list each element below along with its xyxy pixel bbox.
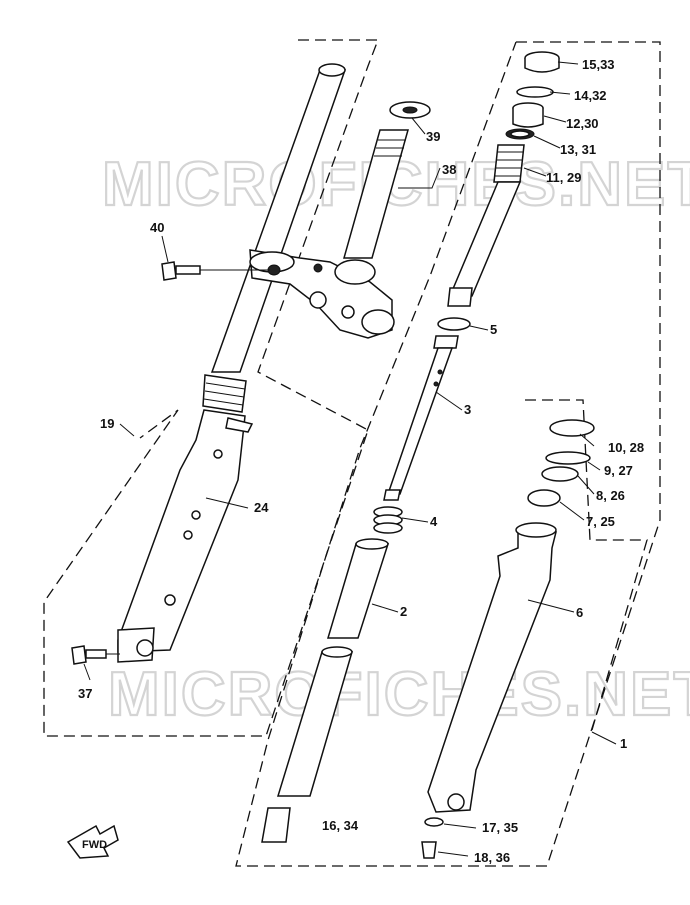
callout-1: 1: [620, 736, 627, 751]
damper-stack-part: [447, 51, 560, 307]
fwd-label: FWD: [82, 839, 107, 851]
callout-13-31: 13, 31: [560, 142, 596, 157]
callout-3: 3: [464, 402, 471, 417]
callout-37: 37: [78, 686, 92, 701]
group-outline-inner-right: [525, 399, 648, 731]
callout-19: 19: [100, 416, 114, 431]
callout-10-28: 10, 28: [608, 440, 644, 455]
callout-24: 24: [254, 500, 269, 515]
callout-39: 39: [426, 129, 440, 144]
callout-2: 2: [400, 604, 407, 619]
leader-lines: [83, 61, 617, 857]
bolt-40-part: [161, 261, 270, 281]
callout-17-35: 17, 35: [482, 820, 518, 835]
callout-4: 4: [430, 514, 438, 529]
callout-14-32: 14,32: [574, 88, 607, 103]
fork-bottom-part: [421, 419, 595, 859]
group-outline-right: [235, 41, 661, 867]
damper-rod-part: [373, 317, 471, 534]
callout-16-34: 16, 34: [322, 818, 359, 833]
callout-6: 6: [576, 605, 583, 620]
callout-11-29: 11, 29: [546, 170, 581, 185]
outer-tube-part: [117, 63, 347, 663]
inner-tube-part: [261, 538, 390, 843]
callout-7-25: 7, 25: [586, 514, 615, 529]
fwd-arrow-icon: FWD: [66, 824, 119, 859]
callout-8-26: 8, 26: [596, 488, 625, 503]
callout-38: 38: [442, 162, 456, 177]
bolt-37-part: [71, 645, 120, 665]
callout-40: 40: [150, 220, 164, 235]
watermark-bottom: MICROFICHES.NET: [108, 660, 690, 729]
callout-9-27: 9, 27: [604, 463, 633, 478]
callout-12-30: 12,30: [566, 116, 599, 131]
under-bracket-part: [249, 249, 395, 339]
callout-18-36: 18, 36: [474, 850, 510, 865]
steering-stem-part: [343, 101, 431, 259]
callout-5: 5: [490, 322, 497, 337]
callout-15-33: 15,33: [582, 57, 615, 72]
